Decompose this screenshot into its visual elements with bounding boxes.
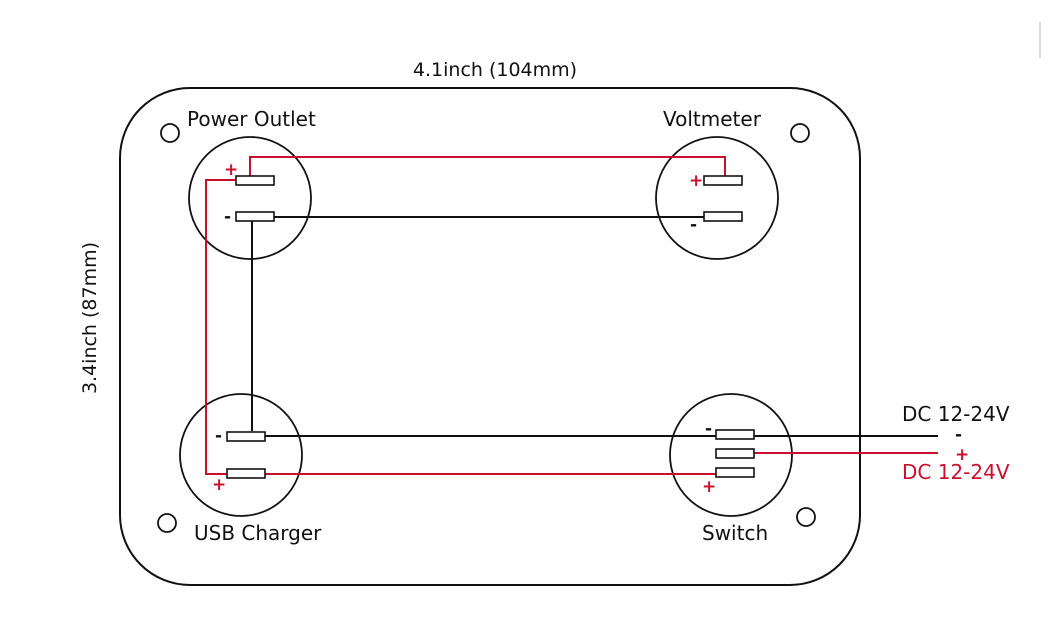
switch-label: Switch [702, 521, 768, 545]
mounting-hole-top-left [160, 123, 180, 143]
mounting-hole-bottom-left [157, 513, 177, 533]
height-dimension-label: 3.4inch (87mm) [79, 242, 101, 394]
width-dimension-label: 4.1inch (104mm) [413, 59, 577, 81]
power-outlet-label: Power Outlet [187, 107, 316, 131]
wire-outlet-to-voltmeter-positive [249, 156, 726, 176]
supply-negative-sign: - [955, 425, 962, 445]
wire-outlet-to-usb-positive [205, 179, 236, 475]
usb-charger-plus-sign: + [212, 475, 226, 495]
power-outlet-negative-terminal [235, 211, 275, 222]
power-outlet-plus-sign: + [224, 160, 238, 180]
voltmeter-minus-sign: - [690, 215, 697, 235]
mounting-hole-top-right [790, 123, 810, 143]
voltmeter-plus-sign: + [689, 171, 703, 191]
switch-positive-terminal [715, 467, 755, 478]
voltmeter-socket [655, 136, 779, 260]
switch-middle-terminal [715, 448, 755, 459]
voltmeter-positive-terminal [703, 175, 743, 186]
voltmeter-label: Voltmeter [663, 107, 762, 131]
supply-positive-label: DC 12-24V [902, 460, 1010, 484]
usb-charger-positive-terminal [226, 468, 266, 479]
switch-minus-sign: - [705, 419, 712, 439]
usb-charger-socket [179, 393, 303, 517]
switch-plus-sign: + [702, 477, 716, 497]
mounting-hole-bottom-right [796, 507, 816, 527]
positive-wires [205, 156, 938, 475]
supply-positive-sign: + [955, 445, 969, 465]
power-outlet-positive-terminal [235, 175, 275, 186]
usb-charger-label: USB Charger [194, 521, 322, 545]
negative-wires [251, 216, 938, 437]
usb-charger-minus-sign: - [215, 426, 222, 446]
power-outlet-socket [188, 136, 312, 260]
usb-charger-negative-terminal [226, 431, 266, 442]
voltmeter-negative-terminal [703, 211, 743, 222]
supply-negative-label: DC 12-24V [902, 402, 1010, 426]
power-outlet-minus-sign: - [224, 207, 231, 227]
switch-negative-terminal [715, 429, 755, 440]
